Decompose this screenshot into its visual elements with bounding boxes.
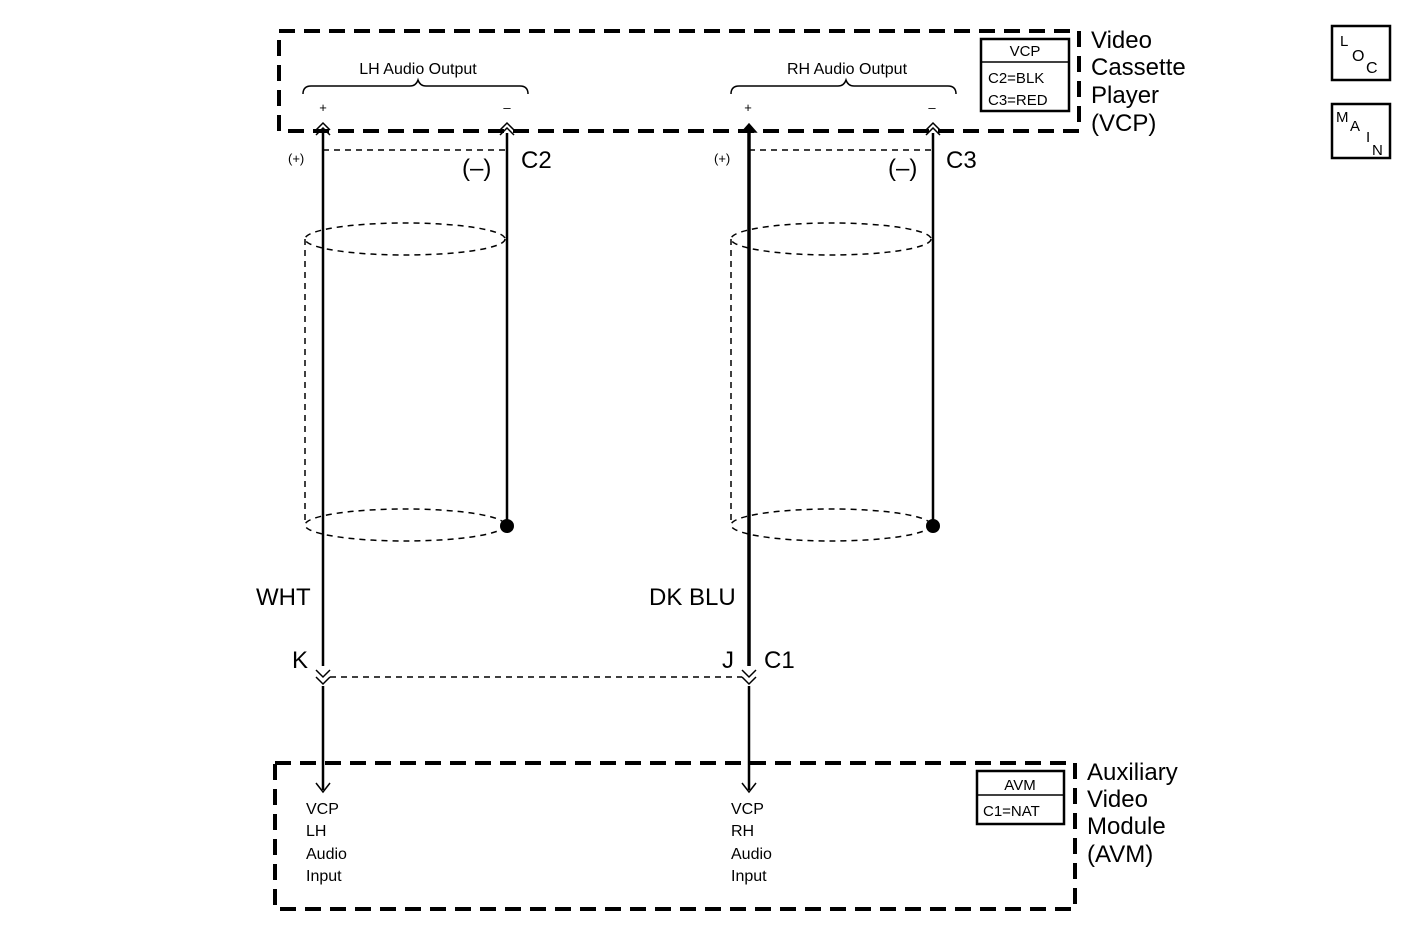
lh-wire-color: WHT	[256, 584, 311, 611]
main-letter-1: M	[1336, 109, 1349, 126]
lh-plus-label: (+)	[288, 151, 304, 166]
lh-connector-label: C2	[521, 147, 552, 174]
lh-output-brace: LH Audio Output + –	[302, 61, 529, 115]
loc-letter-1: L	[1340, 33, 1348, 50]
vcp-name-line-2: Cassette	[1091, 54, 1186, 81]
avm-name-line-3: Module	[1087, 813, 1166, 840]
rh-pin-label: J	[722, 647, 734, 674]
avm-lh-input: VCP LH Audio Input	[306, 801, 347, 885]
vcp-name-line-4: (VCP)	[1091, 110, 1156, 137]
avm-legend: AVM C1=NAT	[975, 769, 1066, 826]
c1-connector-label: C1	[764, 647, 795, 674]
vcp-component-box	[277, 29, 1081, 133]
vcp-legend-line-2: C3=RED	[988, 92, 1048, 109]
vcp-connector-markers	[315, 121, 941, 136]
rh-minus-label: (–)	[888, 155, 917, 182]
avm-name-line-2: Video	[1087, 786, 1148, 813]
avm-rh-input-line-4: Input	[731, 868, 767, 885]
rh-connector-label: C3	[946, 147, 977, 174]
avm-lh-input-line-2: LH	[306, 823, 326, 840]
main-letter-4: N	[1372, 142, 1383, 159]
avm-lh-input-line-3: Audio	[306, 846, 347, 863]
vcp-legend-line-1: C2=BLK	[988, 70, 1044, 87]
lh-minus-terminal	[499, 121, 515, 131]
vcp-name-line-1: Video	[1091, 27, 1152, 54]
rh-output-label: RH Audio Output	[787, 61, 908, 78]
vcp-legend-title: VCP	[1010, 43, 1041, 60]
avm-legend-line-1: C1=NAT	[983, 803, 1040, 820]
avm-rh-input-line-3: Audio	[731, 846, 772, 863]
rh-plus-label: (+)	[714, 151, 730, 166]
avm-rh-input-line-1: VCP	[731, 801, 764, 818]
loc-letter-2: O	[1352, 48, 1364, 65]
lh-plus-pin: +	[319, 100, 327, 115]
rh-plus-pin: +	[744, 100, 752, 115]
main-button[interactable]: M A I N	[1330, 102, 1392, 160]
rh-wire-color: DK BLU	[649, 584, 736, 611]
main-letter-3: I	[1366, 129, 1370, 146]
lh-output-label: LH Audio Output	[359, 61, 477, 78]
main-letter-2: A	[1350, 118, 1360, 135]
avm-rh-input: VCP RH Audio Input	[731, 801, 772, 885]
lh-shield	[304, 222, 506, 542]
rh-output-brace: RH Audio Output + –	[730, 61, 957, 115]
avm-name: Auxiliary Video Module (AVM)	[1087, 759, 1178, 868]
loc-letter-3: C	[1366, 60, 1378, 77]
avm-lh-input-line-4: Input	[306, 868, 342, 885]
loc-button[interactable]: L O C	[1330, 24, 1392, 82]
vcp-legend: VCP C2=BLK C3=RED	[979, 37, 1071, 113]
rh-plus-terminal	[740, 122, 758, 133]
rh-minus-terminal	[925, 121, 941, 131]
vcp-name-line-3: Player	[1091, 82, 1159, 109]
avm-legend-title: AVM	[1004, 777, 1035, 794]
avm-rh-input-line-2: RH	[731, 823, 754, 840]
avm-lh-input-line-1: VCP	[306, 801, 339, 818]
rh-minus-pin: –	[928, 100, 936, 115]
lh-plus-terminal	[315, 121, 331, 131]
vcp-name: Video Cassette Player (VCP)	[1091, 27, 1186, 137]
lh-pin-label: K	[292, 647, 308, 674]
rh-shield	[730, 222, 932, 542]
avm-name-line-1: Auxiliary	[1087, 759, 1178, 786]
avm-component-box	[273, 761, 1077, 911]
lh-drain-splice	[500, 519, 514, 533]
avm-name-line-4: (AVM)	[1087, 841, 1153, 868]
c1-connector	[315, 669, 757, 686]
lh-minus-pin: –	[503, 100, 511, 115]
lh-minus-label: (–)	[462, 155, 491, 182]
rh-drain-splice	[926, 519, 940, 533]
